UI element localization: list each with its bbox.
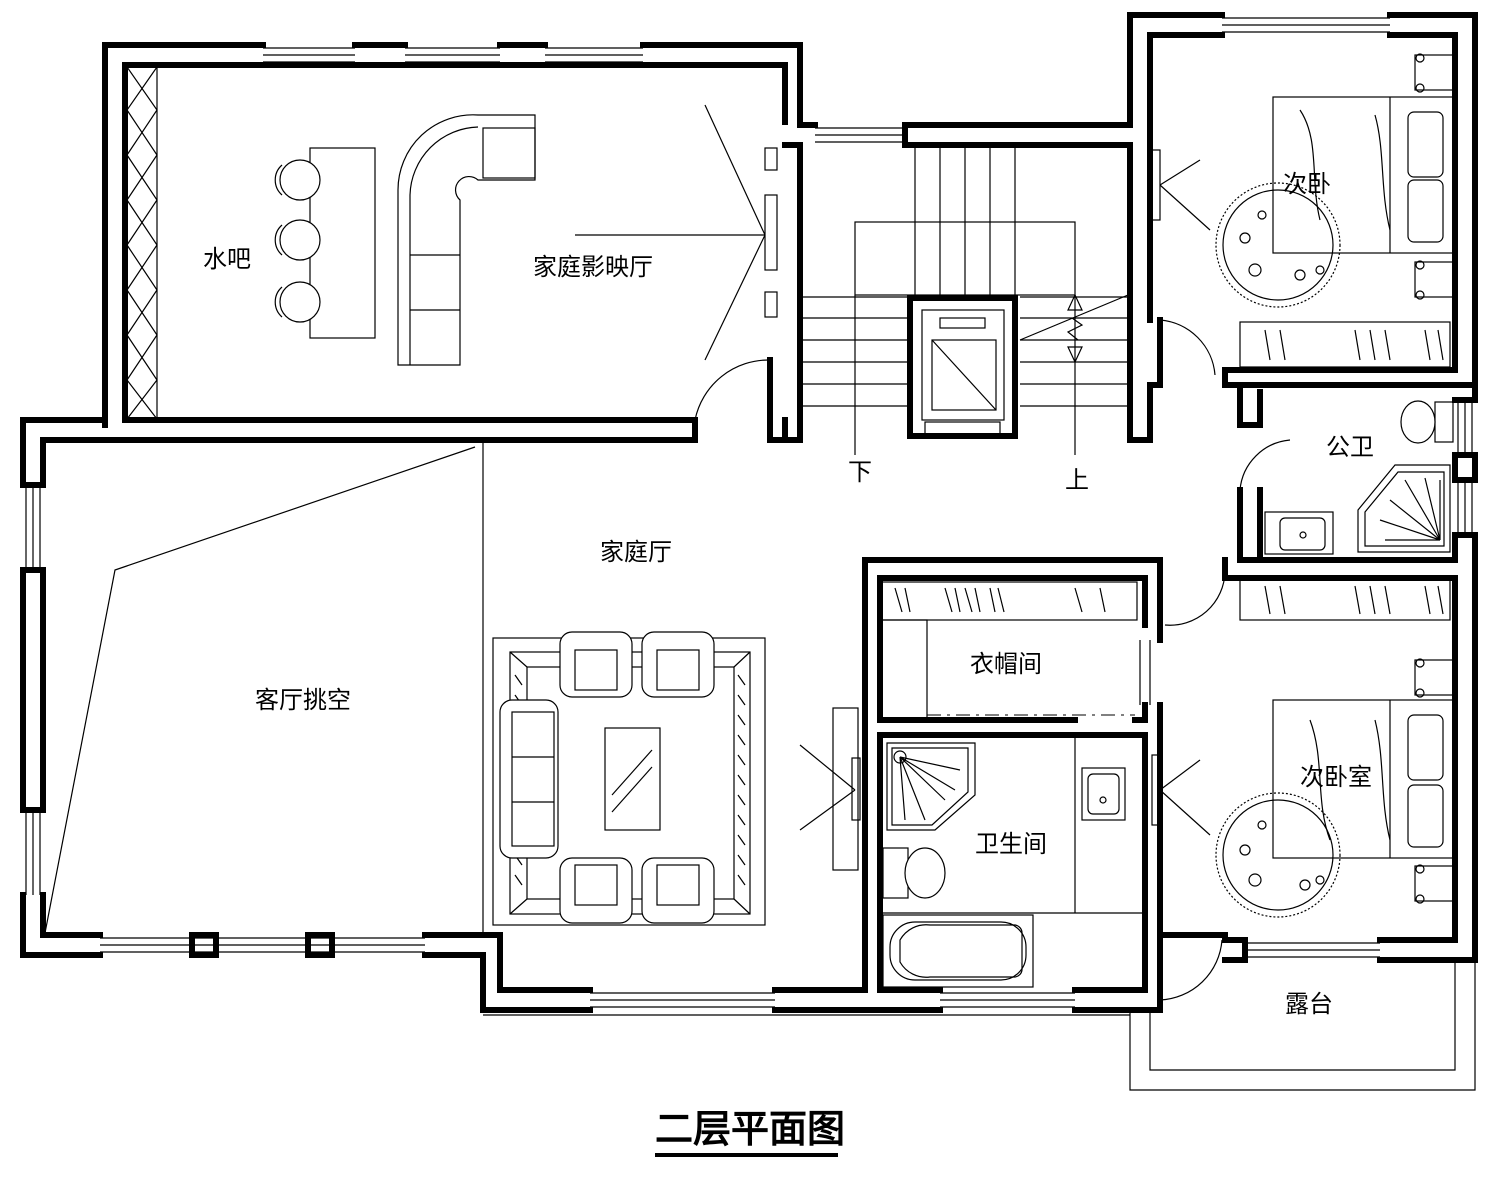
bar-counter	[274, 147, 376, 339]
room-label-public-bath: 公卫	[1326, 433, 1374, 461]
room-label-cloakroom: 衣帽间	[970, 650, 1042, 678]
bathroom-fixtures	[882, 737, 1143, 988]
top-bedroom-rug	[1215, 182, 1341, 308]
water-bar-cabinet	[126, 66, 158, 420]
plan-title: 二层平面图	[655, 1107, 845, 1151]
public-bath-fixtures	[1264, 400, 1454, 555]
stair-label-down: 下	[848, 458, 872, 486]
stair-label-up: 上	[1065, 466, 1089, 494]
room-label-second-bedroom-top: 次卧	[1283, 170, 1331, 198]
room-label-bathroom: 卫生间	[975, 830, 1047, 858]
room-label-family-hall: 家庭厅	[600, 538, 672, 566]
cloakroom-wardrobe	[881, 581, 1138, 719]
room-label-water-bar: 水吧	[203, 245, 251, 273]
room-label-second-bedroom-bottom: 次卧室	[1300, 763, 1372, 791]
bottom-bedroom-bed	[1151, 579, 1454, 904]
bottom-bedroom-rug	[1215, 792, 1341, 918]
walls	[20, 12, 1478, 1013]
projection-lines	[575, 104, 778, 361]
room-label-terrace: 露台	[1285, 990, 1333, 1018]
void-outline	[44, 443, 484, 934]
doors	[694, 319, 1291, 1001]
room-label-home-theater: 家庭影映厅	[533, 253, 653, 281]
top-bedroom-bed	[1151, 53, 1454, 368]
tv-cabinet	[799, 707, 861, 871]
terrace-outline	[483, 960, 1476, 1091]
family-hall-sofa-set	[499, 631, 715, 924]
windows	[25, 17, 1473, 1008]
room-label-living-void: 客厅挑空	[255, 686, 351, 714]
sectional-sofa	[397, 114, 536, 366]
elevator	[907, 295, 1018, 439]
